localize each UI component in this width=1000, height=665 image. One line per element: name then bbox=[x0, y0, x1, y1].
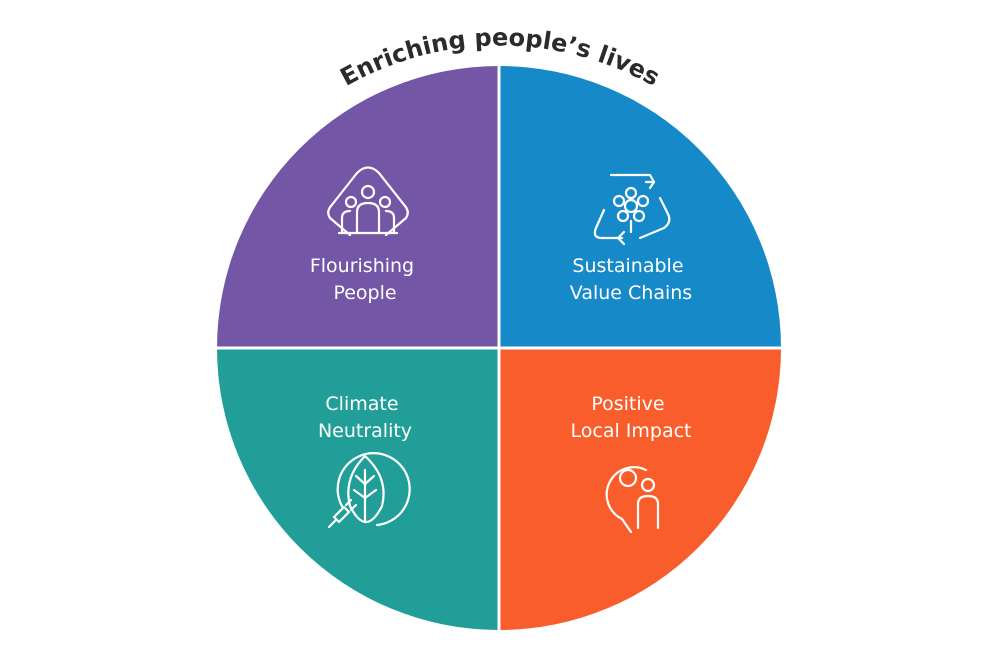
quadrant-climate-neutrality bbox=[217, 348, 499, 630]
label-sustainable-value-chains: Sustainable Value Chains bbox=[570, 255, 692, 304]
quadrant-sustainable-value-chains bbox=[499, 66, 781, 348]
label-positive-local-impact: Positive Local Impact bbox=[571, 393, 692, 442]
recycle-cog-icon bbox=[593, 173, 671, 246]
label-flourishing-people: Flourishing People bbox=[310, 255, 420, 304]
leaf-plug-icon bbox=[327, 452, 411, 529]
label-climate-neutrality: Climate Neutrality bbox=[318, 393, 412, 442]
quadrant-positive-local-impact bbox=[499, 348, 781, 630]
people-group-icon bbox=[327, 166, 409, 237]
location-person-icon bbox=[605, 466, 660, 534]
